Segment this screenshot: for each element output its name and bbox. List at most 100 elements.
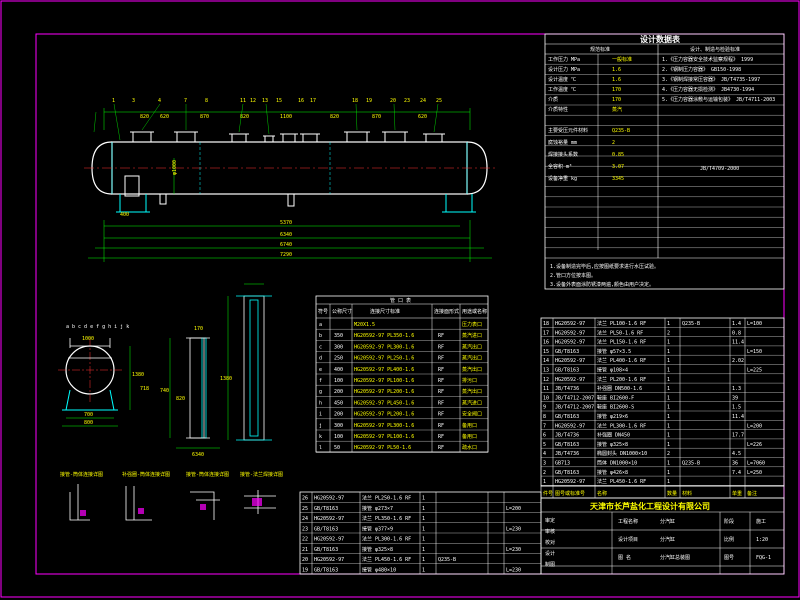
nozzle-cell: 蒸汽出口: [462, 388, 482, 395]
bom-cell: 1: [667, 358, 670, 364]
side-dim-718: 718: [140, 386, 149, 392]
nozzle-cell: RF: [438, 412, 444, 418]
nozzle-cell: M20X1.5: [354, 322, 375, 328]
bom-cell: 法兰 PL450-1.6 RF: [597, 478, 646, 485]
bom-cell: 26: [302, 496, 308, 502]
bom-cell: 13: [543, 368, 549, 374]
bom-cell: 1: [422, 526, 425, 532]
bom-cell: 36: [732, 461, 738, 467]
bom-cell: 1: [667, 340, 670, 346]
bom-cell: 17.7: [732, 433, 744, 439]
nozzle-col-std: 连接尺寸标准: [370, 308, 400, 315]
nozzle-cell: f: [319, 378, 322, 384]
bom-cell: 1: [667, 414, 670, 420]
bom-cell: JB/T4712-2007: [555, 395, 594, 401]
bom-header: 备注: [747, 490, 757, 497]
bom-cell: 2: [667, 330, 670, 336]
bom-cell: 1: [422, 567, 425, 573]
bom-right-header: 件号图号或标准号名称数量材料单重备注: [543, 490, 757, 497]
nozzle-cell: HG20592-97 PL200-1.6: [354, 389, 414, 395]
bom-cell: 法兰 PL100-1.6 RF: [597, 320, 646, 327]
bom-cell: 接管 φ108×4: [597, 367, 628, 374]
dim-870b: 870: [372, 114, 381, 120]
bom-header: 数量: [667, 490, 677, 497]
main-view-labels: 7290 6740 6340 5370 400 820 620 870 820 …: [120, 114, 427, 258]
nozzle-cell: e: [319, 367, 322, 373]
bom-cell: HG20592-97: [555, 358, 585, 364]
nozzle-cell: RF: [438, 378, 444, 384]
design-notes: 1.设备制造完毕后,应按图纸要求进行水压试验。2.管口方位按本图。3.设备外表面…: [550, 263, 659, 288]
param-label: 介质: [548, 96, 558, 103]
bom-cell: GB713: [555, 461, 570, 467]
bom-cell: 接管 φ480×10: [362, 566, 396, 573]
nozzle-col-sym: 符号: [318, 308, 328, 315]
detail-dim-1380: 1380: [220, 376, 232, 382]
weld-detail-views: 接管-筒体连接详图 补强圈-筒体连接详图 接管-筒体连接详图 接管-法兰焊接详图: [60, 471, 283, 521]
saddle-detail-views: [186, 295, 272, 441]
main-elevation-view: [84, 131, 495, 213]
detail-dim-6340: 6340: [192, 452, 204, 458]
scale-value: 1:20: [756, 537, 768, 543]
bom-cell: 1.4: [732, 321, 741, 327]
param-label: 设计压力 MPa: [548, 66, 580, 73]
param-label: 工作压力 MPa: [548, 56, 580, 63]
balloon: 1: [112, 98, 115, 104]
bom-cell: L=250: [747, 470, 762, 476]
nozzle-col-use: 用途或名称: [462, 308, 487, 315]
nozzle-cell: b: [319, 333, 322, 339]
bom-cell: 1: [422, 516, 425, 522]
balloon: 23: [404, 98, 410, 104]
note-line: 1.设备制造完毕后,应按图纸要求进行水压试验。: [550, 263, 659, 270]
weld-detail-title-2: 补强圈-筒体连接详图: [122, 471, 170, 478]
bom-cell: 鞍座 BI2600-F: [597, 394, 634, 401]
dim-1100: 1100: [280, 114, 292, 120]
bom-cell: 1: [667, 433, 670, 439]
param-label: 工作温度 ℃: [548, 86, 576, 93]
nozzle-cell: 安全阀口: [462, 411, 482, 418]
dim-820b: 820: [240, 114, 249, 120]
nozzle-cell: i: [319, 412, 322, 418]
bom-cell: 14: [543, 358, 549, 364]
bom-cell: 接管 φ325×8: [597, 441, 628, 448]
param-label: 设计温度 ℃: [548, 76, 576, 83]
bom-cell: 1: [667, 479, 670, 485]
nozzle-col-face: 连接面形式: [434, 308, 459, 315]
param-value: 1.6: [612, 77, 621, 83]
weld-detail-title-1: 接管-筒体连接详图: [60, 471, 103, 478]
balloon: 13: [262, 98, 268, 104]
balloon: 8: [205, 98, 208, 104]
bom-cell: GB/T8163: [555, 470, 579, 476]
bom-cell: HG20592-97: [555, 330, 585, 336]
bom-header: 名称: [597, 490, 607, 497]
bom-cell: 法兰 PL200-1.6 RF: [597, 376, 646, 383]
bom-cell: 接管 φ57×3.5: [597, 348, 631, 355]
nozzle-cell: a: [319, 322, 322, 328]
nozzle-cell: 300: [334, 423, 343, 429]
test-label: 主要受压元件材料: [548, 127, 588, 134]
bom-cell: 接管 φ426×8: [597, 469, 628, 476]
bom-cell: 补强圈 DN450: [597, 432, 630, 439]
drawing-no: FQG-1: [756, 555, 771, 561]
test-label: 腐蚀裕量 mm: [548, 139, 577, 146]
test-label: 设备净重 kg: [548, 175, 577, 182]
param-value: 170: [612, 87, 621, 93]
side-dim-1380: 1380: [132, 372, 144, 378]
param-value: 1.6: [612, 67, 621, 73]
bom-cell: 接管 φ377×9: [362, 525, 393, 532]
bom-cell: 11.4: [732, 414, 744, 420]
bom-cell: 1: [667, 461, 670, 467]
bom-cell: 11.4: [732, 340, 744, 346]
bom-cell: 22: [302, 537, 308, 543]
scale-label: 比例: [724, 536, 734, 543]
param-value: 170: [612, 97, 621, 103]
nozzle-cell: 400: [334, 367, 343, 373]
bom-cell: 39: [732, 395, 738, 401]
bom-cell: HG20592-97: [314, 496, 344, 502]
bom-cell: GB/T8163: [314, 526, 338, 532]
balloon: 18: [352, 98, 358, 104]
nozzle-cell: 压力表口: [462, 321, 482, 328]
bom-cell: 4: [543, 451, 546, 457]
detail-dim-740: 740: [160, 388, 169, 394]
